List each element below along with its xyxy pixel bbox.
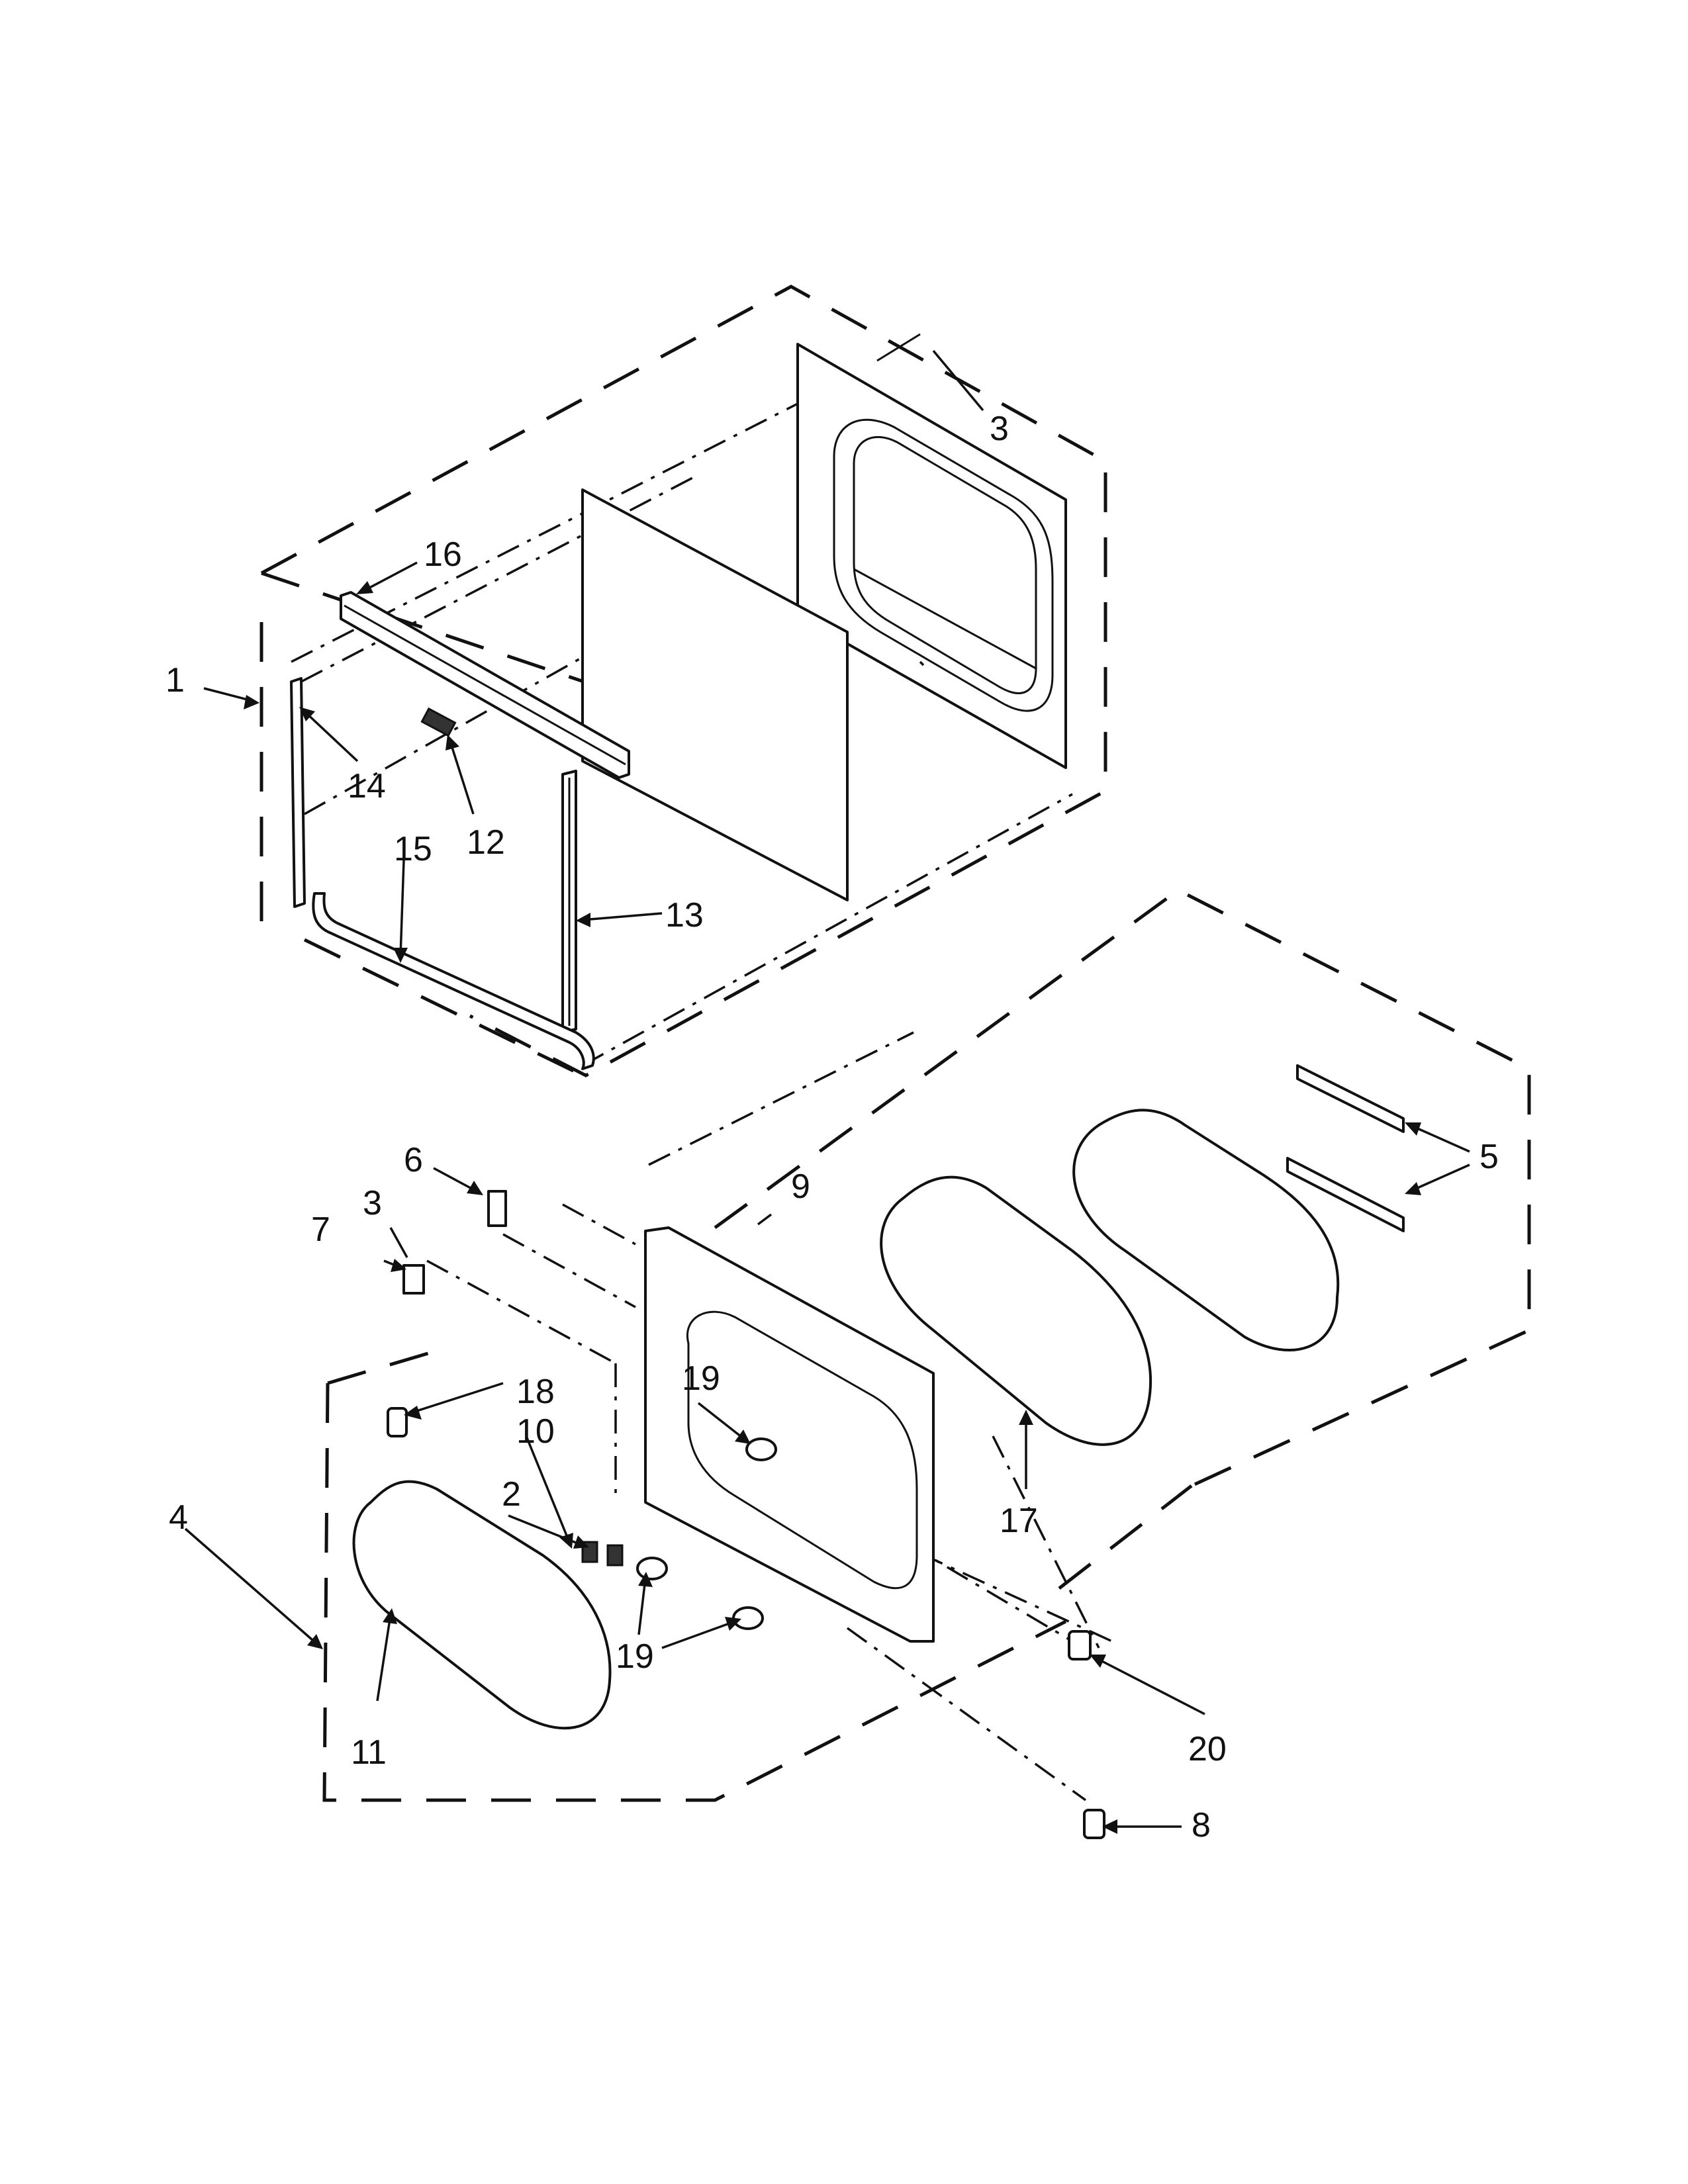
callout-10: 10 (516, 1412, 555, 1451)
callout-15: 15 (394, 830, 432, 868)
callout-20: 20 (1188, 1730, 1227, 1768)
outer-door (644, 1226, 935, 1643)
callout-11: 11 (351, 1733, 387, 1772)
callout-7: 7 (311, 1210, 330, 1249)
callout-5: 5 (1479, 1138, 1499, 1176)
callout-6: 6 (404, 1141, 423, 1179)
callout-12: 12 (467, 823, 505, 862)
door-glass (1072, 1109, 1340, 1351)
door-seal (880, 1175, 1152, 1446)
inner-door (352, 1480, 612, 1730)
small-parts (387, 1190, 1105, 1839)
right-strip (561, 770, 577, 1034)
callout-8: 8 (1192, 1806, 1211, 1844)
top-trim (340, 591, 630, 779)
badge (420, 707, 457, 737)
side-panel (581, 488, 849, 901)
callout-13: 13 (665, 896, 704, 934)
callout-19-bottom: 19 (616, 1637, 654, 1676)
callout-9: 9 (791, 1167, 810, 1206)
callout-16: 16 (424, 535, 462, 574)
top-screw (876, 333, 921, 362)
leader-lines (184, 349, 1470, 1834)
callout-3-top: 3 (990, 410, 1009, 448)
callout-3-bottom: 3 (363, 1184, 382, 1222)
callout-4: 4 (169, 1498, 188, 1537)
callout-19-top: 19 (682, 1359, 720, 1398)
callout-14: 14 (348, 767, 386, 805)
left-strip (290, 677, 306, 908)
cabinet-assembly-outline (259, 285, 1107, 1077)
door-assembly-outline (322, 888, 1531, 1802)
callout-labels: 1 2 3 3 4 5 6 7 8 9 10 11 12 13 14 15 16… (165, 410, 1499, 1844)
callout-17: 17 (1000, 1502, 1038, 1540)
rear-panel (796, 343, 1067, 769)
bottom-trim (312, 892, 595, 1070)
callout-1: 1 (165, 661, 185, 700)
callout-2: 2 (502, 1475, 521, 1514)
callout-18: 18 (516, 1373, 555, 1411)
hinge-brackets (1286, 1064, 1405, 1232)
